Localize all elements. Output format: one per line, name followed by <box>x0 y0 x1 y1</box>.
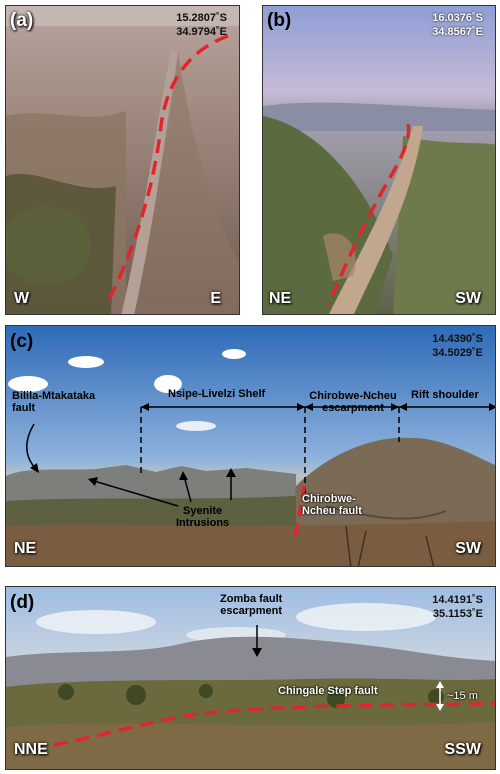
latitude-a: 15.2807˚S <box>176 12 227 24</box>
photo-panel-a: (a) 15.2807˚S 34.9794˚E W E <box>5 5 240 315</box>
landscape-photo-d <box>6 587 495 769</box>
panel-label-a: (a) <box>10 10 34 31</box>
latitude-b: 16.0376˚S <box>432 12 483 24</box>
direction-label-sw-b: SW <box>455 290 481 307</box>
longitude-a: 34.9794˚E <box>176 26 227 38</box>
landscape-photo-b <box>263 6 495 314</box>
panel-label-c: (c) <box>10 331 34 352</box>
escarpment-label: Chirobwe-Ncheu escarpment <box>309 390 397 414</box>
arrowhead-shoulder-right <box>489 403 495 411</box>
fault-trace-c <box>292 485 306 542</box>
direction-label-east: E <box>210 290 221 307</box>
annotation-layer-c <box>26 403 495 542</box>
direction-label-west: W <box>14 290 30 307</box>
coordinates-d: 14.4191˚S 35.1153˚E <box>432 593 483 621</box>
arrowhead-escarp-right <box>391 403 399 411</box>
longitude-b: 34.8567˚E <box>432 26 483 38</box>
landscape-photo-c <box>6 326 495 566</box>
shelf-label: Nsipe-Livelzi Shelf <box>168 388 266 400</box>
arrowhead-shoulder-left <box>399 403 407 411</box>
longitude-c: 34.5029˚E <box>432 347 483 359</box>
landscape-photo-a <box>6 6 239 314</box>
photo-panel-b: (b) 16.0376˚S 34.8567˚E NE SW <box>262 5 496 315</box>
bilila-fault-label: Bilila-Mtakataka fault <box>12 390 96 414</box>
latitude-d: 14.4191˚S <box>432 594 483 606</box>
latitude-c: 14.4390˚S <box>432 333 483 345</box>
zomba-escarpment-label: Zomba fault escarpment <box>220 593 283 617</box>
fault-trace-a <box>104 34 229 307</box>
panel-label-d: (d) <box>10 592 35 613</box>
photo-panel-c: (c) 14.4390˚S 34.5029˚E Bilila-Mtakataka… <box>5 325 496 567</box>
chirobwe-fault-label: Chirobwe- Ncheu fault <box>302 493 362 517</box>
rift-shoulder-label: Rift shoulder <box>411 389 479 401</box>
photo-panel-d: (d) 14.4191˚S 35.1153˚E Zomba fault esca… <box>5 586 496 770</box>
direction-label-ne-b: NE <box>269 290 292 307</box>
bilila-fault-arrow <box>26 423 37 470</box>
syenite-label: Syenite Intrusions <box>176 505 230 529</box>
arrowhead-shelf-right <box>297 403 305 411</box>
longitude-d: 35.1153˚E <box>432 608 483 620</box>
height-label: ~15 m <box>447 690 478 702</box>
arrowhead-escarp-left <box>305 403 313 411</box>
direction-label-nne: NNE <box>14 741 48 758</box>
fault-trace-b <box>326 123 411 307</box>
syenite-arrow-2 <box>183 475 192 503</box>
coordinates-c: 14.4390˚S 34.5029˚E <box>432 332 483 360</box>
coordinates-a: 15.2807˚S 34.9794˚E <box>176 11 227 39</box>
arrowhead-shelf-left <box>141 403 149 411</box>
fault-trace-d <box>53 701 495 747</box>
panel-label-b: (b) <box>267 10 292 31</box>
direction-label-sw-c: SW <box>455 540 481 557</box>
direction-label-ssw: SSW <box>444 741 481 758</box>
coordinates-b: 16.0376˚S 34.8567˚E <box>432 11 483 39</box>
syenite-arrow-1 <box>93 480 179 507</box>
direction-label-ne-c: NE <box>14 540 37 557</box>
chingale-fault-label: Chingale Step fault <box>278 685 378 697</box>
